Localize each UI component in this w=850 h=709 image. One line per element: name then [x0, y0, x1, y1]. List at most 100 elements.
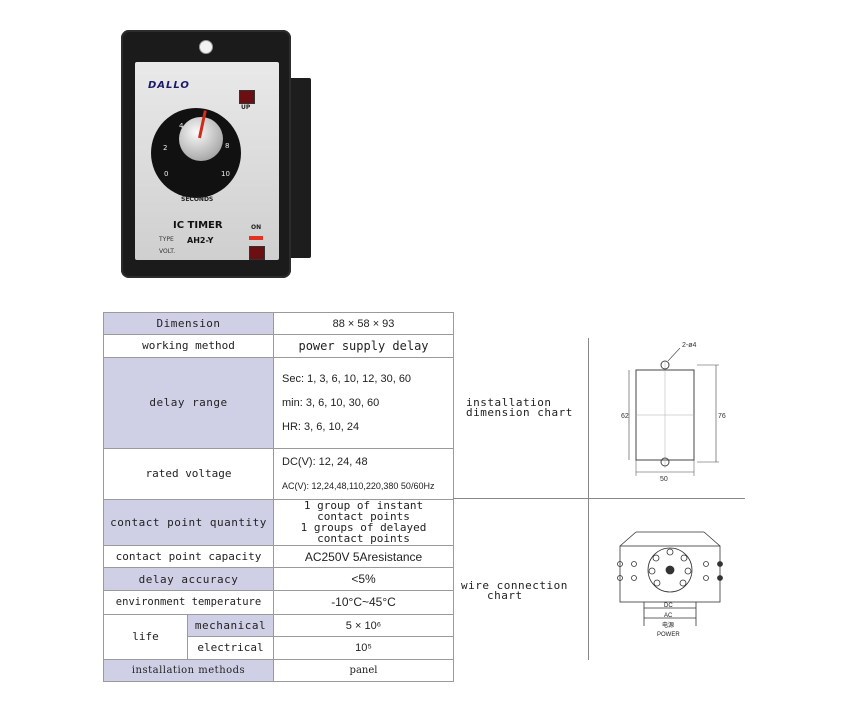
contact-quantity-label: contact point quantity [102, 498, 275, 547]
socket-pin [652, 554, 660, 562]
rated-voltage-dc: DC(V): 12, 24, 48 [282, 455, 368, 468]
contact-terminal [717, 575, 723, 581]
hole-dim-label: 2-ø4 [682, 342, 697, 349]
environment-temperature-value: -10°C~45°C [273, 589, 455, 616]
output-indicator-led [249, 246, 265, 260]
rated-voltage-value: DC(V): 12, 24, 48 AC(V): 12,24,48,110,22… [273, 447, 455, 500]
rated-voltage-label: rated voltage [102, 447, 275, 500]
wire-connection-chart: DC AC 电源 POWER [617, 531, 723, 638]
dc-label: DC [664, 603, 673, 609]
product-photo: DALLO UP 0 2 4 6 8 10 SECONDS IC TIMER O… [121, 30, 311, 278]
contact-quantity-line: contact points [317, 510, 410, 524]
life-label: life [103, 614, 188, 660]
installation-methods-label: installation methods [102, 658, 275, 683]
delay-range-min: min: 3, 6, 10, 30, 60 [282, 396, 380, 409]
installation-chart-label: installation dimension chart [466, 396, 573, 419]
rated-voltage-ac: AC(V): 12,24,48,110,220,380 50/60Hz [282, 480, 435, 491]
type-value: AH2-Y [187, 236, 214, 245]
dial-unit: SECONDS [181, 196, 214, 203]
contact-terminal [617, 561, 623, 567]
table-row: rated voltage DC(V): 12, 24, 48 AC(V): 1… [102, 447, 455, 500]
contact-terminal [631, 575, 637, 581]
wire-chart-label-line2: chart [487, 589, 523, 602]
life-electrical-value: 10⁵ [273, 636, 455, 660]
delay-accuracy-value: <5% [273, 567, 455, 591]
wiring-frame [619, 545, 721, 603]
table-row: electrical 10⁵ [104, 636, 455, 660]
column-divider [588, 338, 589, 660]
dial-number: 0 [164, 170, 169, 178]
working-method-value: power supply delay [273, 334, 455, 358]
mount-hole-top [660, 360, 670, 370]
wire-chart-label: wire connection chart [461, 579, 568, 602]
ac-label: AC [664, 613, 673, 619]
dial-number: 8 [225, 142, 230, 150]
up-indicator-led [239, 90, 255, 104]
table-row: Dimension 88 × 58 × 93 [102, 311, 455, 336]
installation-dimension-chart: 2-ø4 62 76 50 [621, 342, 726, 483]
environment-temperature-label: environment temperature [102, 589, 275, 616]
dimension-label: Dimension [102, 311, 275, 336]
dial-number: 10 [221, 170, 230, 178]
table-row: working method power supply delay [102, 334, 455, 358]
table-row: installation methods panel [102, 658, 455, 683]
hole-leader [667, 347, 681, 362]
timer-body: DALLO UP 0 2 4 6 8 10 SECONDS IC TIMER O… [121, 30, 291, 278]
timer-title: IC TIMER [173, 220, 223, 231]
contact-quantity-line: 1 groups of delayed [300, 521, 427, 535]
delay-range-sec: Sec: 1, 3, 6, 10, 12, 30, 60 [282, 372, 412, 385]
socket-outline [647, 547, 693, 593]
brand-logo: DALLO [148, 80, 190, 91]
contact-capacity-label: contact point capacity [102, 545, 275, 569]
type-label: TYPE [159, 236, 174, 243]
delay-accuracy-label: delay accuracy [102, 567, 275, 591]
contact-terminal [617, 575, 623, 581]
wire-chart-label-line1: wire connection [461, 579, 568, 592]
socket-key [665, 565, 675, 575]
table-row: delay range Sec: 1, 3, 6, 10, 12, 30, 60… [102, 356, 455, 449]
spec-table: Dimension 88 × 58 × 93 working method po… [102, 311, 455, 683]
contact-quantity-line: 1 group of instant [303, 499, 424, 513]
height-outer-label: 76 [718, 413, 726, 420]
delay-range-hr: HR: 3, 6, 10, 24 [282, 420, 360, 433]
height-inner-label: 62 [621, 413, 629, 420]
installation-methods-value: panel [273, 658, 455, 683]
mount-hole-bottom [660, 457, 670, 467]
installation-chart-label-line1: installation [466, 396, 552, 409]
power-label: POWER [657, 632, 680, 638]
section-divider [453, 498, 745, 499]
contact-quantity-value: 1 group of instant contact points 1 grou… [273, 498, 455, 547]
installation-chart-label-line2: dimension chart [466, 406, 573, 419]
life-electrical-label: electrical [186, 636, 275, 660]
wire [619, 531, 637, 547]
socket-pin [653, 579, 661, 587]
on-indicator-led [249, 236, 263, 240]
contact-quantity-line: contact points [317, 532, 410, 546]
mounting-hole [199, 40, 213, 54]
contact-terminal [703, 561, 709, 567]
contact-capacity-value: AC250V 5Aresistance [273, 545, 455, 569]
dimension-value: 88 × 58 × 93 [273, 311, 455, 336]
volt-label: VOLT. [159, 248, 176, 255]
dial-number: 4 [179, 122, 184, 130]
timer-faceplate: DALLO UP 0 2 4 6 8 10 SECONDS IC TIMER O… [135, 62, 279, 260]
power-label-cn: 电源 [662, 621, 674, 629]
life-mechanical-label: mechanical [186, 614, 275, 638]
contact-terminal [717, 561, 723, 567]
table-row: life mechanical 5 × 10⁶ [103, 614, 455, 660]
socket-pin [666, 548, 674, 556]
delay-range-value: Sec: 1, 3, 6, 10, 12, 30, 60 min: 3, 6, … [273, 356, 455, 449]
on-label: ON [251, 224, 262, 231]
table-row: environment temperature -10°C~45°C [102, 589, 455, 616]
table-row: contact point quantity 1 group of instan… [102, 498, 455, 547]
up-label: UP [241, 104, 251, 111]
socket-pin [680, 554, 688, 562]
width-label: 50 [660, 476, 668, 483]
contact-terminal [703, 575, 709, 581]
life-mechanical-value: 5 × 10⁶ [273, 614, 455, 638]
table-row: delay accuracy <5% [102, 567, 455, 591]
dial-number: 2 [163, 144, 168, 152]
socket-pin [679, 579, 687, 587]
table-row: contact point capacity AC250V 5Aresistan… [102, 545, 455, 569]
socket-pin [684, 567, 692, 575]
